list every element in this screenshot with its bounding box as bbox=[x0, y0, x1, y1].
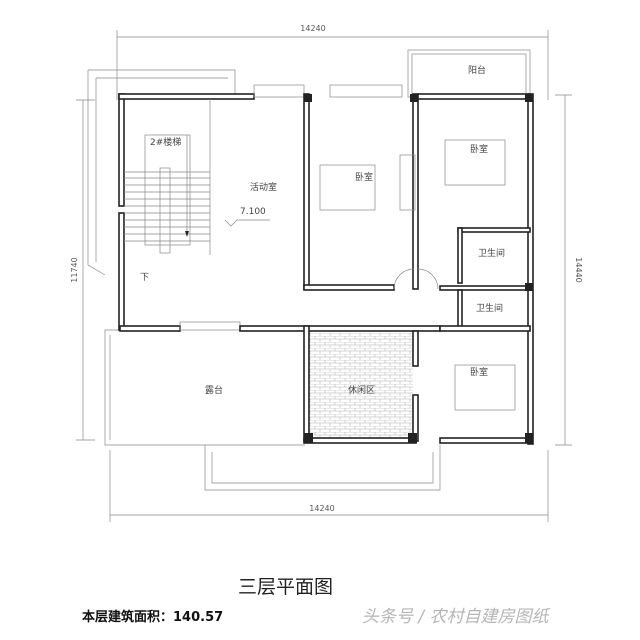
label-bedroom-3: 卧室 bbox=[470, 366, 488, 378]
bed-icons bbox=[319, 139, 516, 411]
label-bathroom-1: 卫生间 bbox=[478, 247, 505, 259]
label-bathroom-2: 卫生间 bbox=[476, 302, 503, 314]
dimension-lines bbox=[76, 30, 572, 522]
dim-bottom: 14240 bbox=[309, 504, 334, 513]
label-bedroom-2: 卧室 bbox=[470, 143, 488, 155]
floor-area: 本层建筑面积：140.57 bbox=[82, 610, 224, 625]
label-terrace: 露台 bbox=[205, 384, 223, 396]
leisure-floor bbox=[308, 333, 413, 438]
watermark: 头条号 / 农村自建房图纸 bbox=[362, 607, 549, 627]
label-stair-down: 下 bbox=[140, 273, 149, 283]
label-activity-room: 活动室 bbox=[250, 181, 277, 193]
dim-left: 11740 bbox=[70, 257, 79, 282]
door-swing bbox=[393, 268, 439, 290]
label-stair: 2#楼梯 bbox=[150, 136, 181, 148]
staircase[interactable] bbox=[124, 99, 211, 255]
dim-top: 14240 bbox=[300, 24, 325, 33]
lower-projection bbox=[204, 445, 441, 491]
dim-right: 14440 bbox=[574, 257, 583, 282]
roof-projection bbox=[87, 69, 236, 276]
elevation-marker bbox=[224, 219, 270, 227]
label-bedroom-1: 卧室 bbox=[355, 171, 373, 183]
walls bbox=[118, 84, 534, 445]
label-leisure: 休闲区 bbox=[348, 384, 375, 396]
label-elevation: 7.100 bbox=[240, 207, 266, 217]
plan-title: 三层平面图 bbox=[238, 576, 334, 598]
label-balcony: 阳台 bbox=[468, 64, 486, 76]
